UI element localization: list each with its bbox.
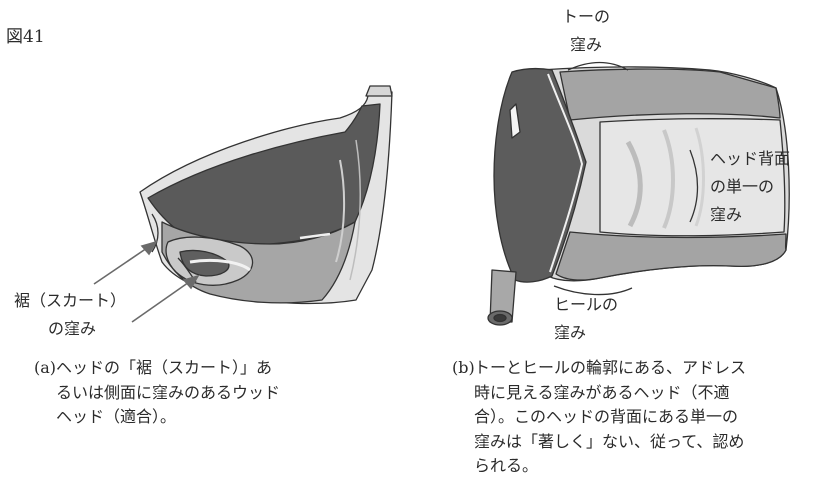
skirt-arrows <box>93 240 200 323</box>
skirt-recess-dark <box>179 249 230 277</box>
caption-b-line: 時に見える窪みがあるヘッド（不適 <box>474 382 730 402</box>
caption-a-line: ヘッドの「裾（スカート）」あ <box>56 358 273 377</box>
toe-label-line2: 窪み <box>570 35 603 54</box>
heel-label-line1: ヒールの <box>554 295 619 314</box>
heel-recess-mark <box>553 285 633 296</box>
back-center <box>599 118 786 237</box>
back-recess-stroke-2 <box>662 129 675 229</box>
driver-hosel <box>489 269 517 323</box>
caption-b-line: 合）。このヘッドの背面にある単一の <box>474 407 739 426</box>
sole-highlight <box>189 258 251 272</box>
back-recess-stroke-3 <box>694 127 705 227</box>
skirt-label-line1: 裾（スカート） <box>14 291 127 310</box>
hosel <box>365 85 393 97</box>
arrow-lower <box>131 279 193 323</box>
arrow-upper <box>93 245 151 285</box>
caption-a-line: るいは側面に窪みのあるウッド <box>56 382 281 402</box>
caption-b-line: 窪みは「著しく」ない、従って、認め <box>474 431 745 451</box>
wood-head-side-view <box>139 85 393 305</box>
heel-band <box>555 231 787 281</box>
heel-label-line2: 窪み <box>554 323 587 342</box>
skirt-outline-upper <box>151 213 159 253</box>
caption-b-letter: (b) <box>452 358 475 377</box>
face-edge <box>547 73 583 273</box>
toe-label-line1: トーの <box>562 7 611 26</box>
caption-b-line: られる。 <box>474 456 539 475</box>
caption-b-line: トーとヒールの輪郭にある、アドレス <box>474 358 747 377</box>
arrow-upper-head <box>140 240 158 256</box>
caption-a-line: ヘッド（適合）。 <box>56 407 177 426</box>
skirt-label-line2: の窪み <box>48 319 97 338</box>
caption-b: (b) トーとヒールの輪郭にある、アドレス 時に見える窪みがあるヘッド（不適 合… <box>452 356 838 479</box>
back-label-line3: 窪み <box>710 205 743 224</box>
back-recess-mark <box>689 149 699 223</box>
toe-band <box>559 68 781 121</box>
driver-head-top-view <box>487 66 790 326</box>
arrow-lower-head <box>182 274 200 290</box>
face-highlight <box>509 103 521 139</box>
toe-recess-mark <box>567 61 629 71</box>
face-reflection <box>335 159 346 263</box>
hosel-opening-inner <box>493 313 507 323</box>
back-recess-stroke-1 <box>625 140 643 228</box>
back-label-line1: ヘッド背面 <box>710 149 791 168</box>
figure-title: 図41 <box>6 27 45 47</box>
face-reflection-2 <box>349 139 361 281</box>
caption-a-letter: (a) <box>34 358 57 377</box>
caption-a: (a) ヘッドの「裾（スカート）」あ るいは側面に窪みのあるウッド ヘッド（適合… <box>34 356 334 430</box>
back-label-line2: の単一の <box>710 177 775 196</box>
crown-stripe <box>299 232 331 240</box>
